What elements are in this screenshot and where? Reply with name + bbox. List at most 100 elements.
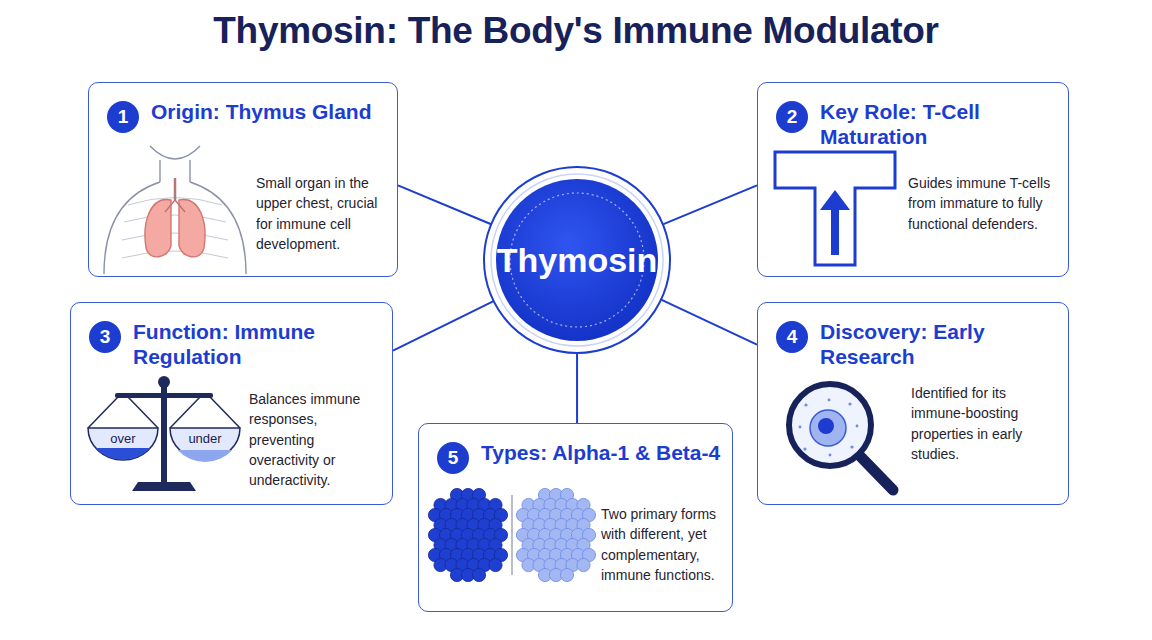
molecule-sphere (582, 548, 595, 561)
scale-label: over (100, 431, 146, 446)
molecule-sphere (450, 528, 463, 541)
up-arrow-shaft (831, 207, 839, 255)
molecule-sphere (544, 498, 557, 511)
molecule-sphere (533, 558, 546, 571)
molecule-sphere (456, 518, 469, 531)
left-lung (145, 200, 171, 257)
molecule-sphere (566, 558, 579, 571)
molecule-sphere (472, 488, 485, 501)
molecule-sphere (527, 508, 540, 521)
center-circle: Thymosin (482, 165, 672, 355)
molecule-sphere (483, 548, 496, 561)
info-box: 2Key Role: T-Cell MaturationGuides immun… (757, 82, 1069, 277)
chin-outline (150, 146, 200, 159)
molecule-sphere (461, 488, 474, 501)
molecule-sphere (494, 548, 507, 561)
box-text: Small organ in the upper chest, crucial … (256, 173, 389, 254)
molecule-sphere (533, 518, 546, 531)
molecule-sphere (489, 558, 502, 571)
molecule-sphere (560, 548, 573, 561)
molecule-sphere (445, 498, 458, 511)
molecule-sphere (533, 498, 546, 511)
molecule-sphere (549, 528, 562, 541)
left-pan-fill (96, 448, 151, 460)
molecule-sphere (555, 498, 568, 511)
molecule-sphere (538, 548, 551, 561)
molecule-sphere (445, 518, 458, 531)
molecule-sphere (560, 568, 573, 581)
molecule-sphere (522, 538, 535, 551)
molecule-sphere (549, 508, 562, 521)
callout-number: 5 (437, 442, 469, 474)
molecule-sphere (544, 538, 557, 551)
molecule-sphere (516, 528, 529, 541)
box-heading: Key Role: T-Cell Maturation (820, 99, 1058, 149)
info-box: 1Origin: Thymus GlandSmall organ in the … (88, 82, 398, 277)
connector-line (398, 185, 491, 224)
molecule-clusters (428, 488, 595, 581)
molecule-sphere (577, 518, 590, 531)
left-shoulder (104, 182, 160, 274)
molecule-sphere (522, 518, 535, 531)
molecule-sphere (478, 498, 491, 511)
box-heading: Origin: Thymus Gland (151, 99, 387, 124)
callout-number: 4 (776, 321, 808, 353)
cell-nucleus (818, 418, 834, 434)
box-text: Two primary forms with different, yet co… (601, 504, 724, 585)
molecule-sphere (549, 568, 562, 581)
molecule-sphere (571, 508, 584, 521)
molecule-sphere (571, 528, 584, 541)
scale-beam (115, 393, 213, 398)
molecule-sphere (461, 528, 474, 541)
molecule-sphere (538, 528, 551, 541)
molecule-sphere (428, 528, 441, 541)
molecule-sphere (428, 548, 441, 561)
molecule-sphere (434, 558, 447, 571)
molecule-sphere (544, 518, 557, 531)
molecule-sphere (450, 488, 463, 501)
molecule-sphere (538, 488, 551, 501)
molecule-sphere (450, 548, 463, 561)
scale-label: under (178, 431, 232, 446)
molecule-sphere (472, 528, 485, 541)
molecule-sphere (489, 518, 502, 531)
box-text: Identified for its immune-boosting prope… (911, 383, 1060, 464)
molecule-sphere (577, 558, 590, 571)
molecule-sphere (445, 538, 458, 551)
pan-strings (88, 397, 240, 428)
connector-line (661, 300, 757, 345)
box-heading: Function: Immune Regulation (133, 319, 382, 369)
molecule-sphere (566, 518, 579, 531)
molecule-sphere (461, 548, 474, 561)
molecule-sphere (467, 538, 480, 551)
connector-line (663, 185, 757, 224)
molecule-sphere (538, 508, 551, 521)
molecule-sphere (533, 538, 546, 551)
molecule-sphere (555, 558, 568, 571)
diagram-title: Thymosin: The Body's Immune Modulator (0, 10, 1152, 52)
molecule-sphere (560, 528, 573, 541)
molecule-sphere (527, 548, 540, 561)
molecule-sphere (489, 498, 502, 511)
molecule-sphere (439, 508, 452, 521)
molecule-sphere (439, 528, 452, 541)
magnifier-lens (789, 384, 871, 466)
molecule-sphere (549, 548, 562, 561)
molecule-sphere (483, 508, 496, 521)
molecule-sphere (571, 548, 584, 561)
molecule-sphere (522, 558, 535, 571)
molecule-sphere (439, 548, 452, 561)
trachea (174, 178, 177, 200)
molecule-sphere (467, 498, 480, 511)
right-pan-fill (178, 450, 233, 462)
connector-line (576, 353, 578, 423)
molecule-sphere (522, 498, 535, 511)
molecule-sphere (461, 508, 474, 521)
molecule-sphere (549, 488, 562, 501)
molecule-sphere (582, 528, 595, 541)
molecule-sphere (472, 508, 485, 521)
molecule-sphere (494, 528, 507, 541)
molecule-sphere (516, 508, 529, 521)
info-box: 4Discovery: Early ResearchIdentified for… (757, 302, 1069, 505)
molecule-sphere (560, 488, 573, 501)
